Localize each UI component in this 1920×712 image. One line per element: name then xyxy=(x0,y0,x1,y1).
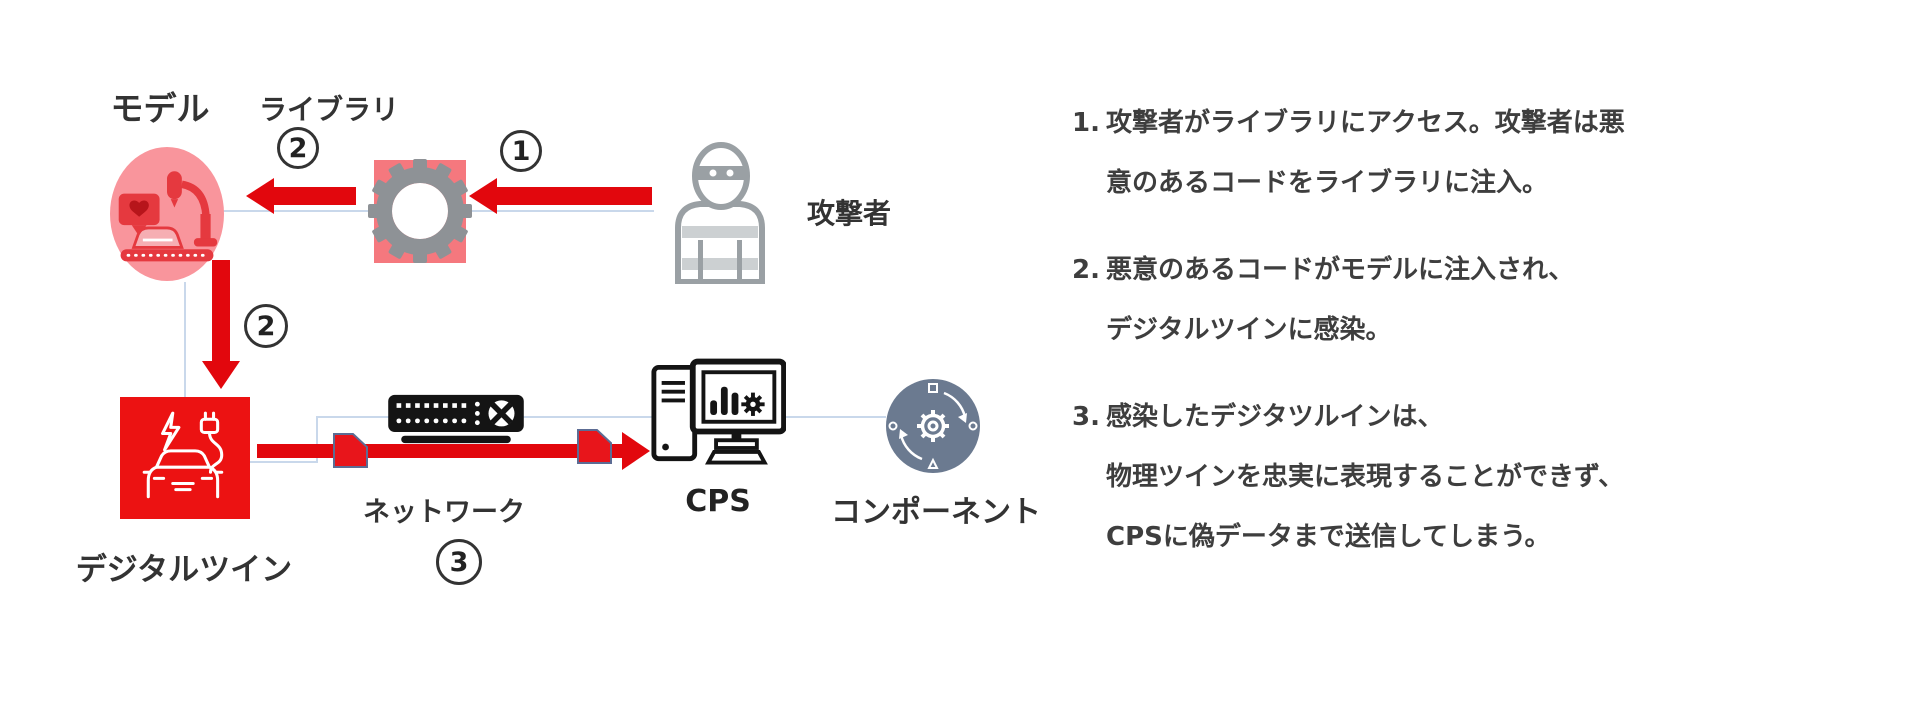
arrow-library-to-model xyxy=(273,187,356,205)
step-badge-1: 1 xyxy=(500,130,542,172)
step-text: 悪意のあるコードがモデルに注入され、 デジタルツインに感染。 xyxy=(1106,240,1574,360)
step-item-3: 3. 感染したデジタツルインは、 物理ツインを忠実に表現することができず、 CP… xyxy=(1072,387,1872,567)
step-number: 1. xyxy=(1072,108,1100,138)
model-node xyxy=(110,147,224,281)
step-number: 3. xyxy=(1072,402,1100,432)
step-badge-3: 3 xyxy=(436,539,482,585)
label-model: モデル xyxy=(110,89,210,128)
arrowhead-library-to-model xyxy=(246,178,274,214)
digital-twin-node xyxy=(120,397,250,519)
attacker-icon xyxy=(675,142,765,284)
step-line: 物理ツインを忠実に表現することができず、 xyxy=(1106,462,1625,492)
step-line: CPSに偽データまで送信してしまう。 xyxy=(1106,522,1551,552)
step-text: 感染したデジタツルインは、 物理ツインを忠実に表現することができず、 CPSに偽… xyxy=(1106,387,1624,567)
step-line: 意のあるコードをライブラリに注入。 xyxy=(1106,168,1549,198)
step-line: 攻撃者がライブラリにアクセス。攻撃者は悪 xyxy=(1106,108,1625,138)
step-badge-2-mid-number: 2 xyxy=(256,310,276,342)
connector-model-twin xyxy=(184,282,186,398)
component-gear-cycle-icon xyxy=(888,383,978,469)
arrow-twin-to-cps xyxy=(257,444,623,458)
network-router-icon xyxy=(388,394,524,444)
step-item-1: 1. 攻撃者がライブラリにアクセス。攻撃者は悪 意のあるコードをライブラリに注入… xyxy=(1072,93,1872,213)
label-attacker: 攻撃者 xyxy=(806,197,891,230)
cps-computer-icon xyxy=(651,358,786,465)
connector-cps-component xyxy=(782,416,886,418)
label-network: ネットワーク xyxy=(363,497,525,528)
step-number: 2. xyxy=(1072,255,1100,285)
step-item-2: 2. 悪意のあるコードがモデルに注入され、 デジタルツインに感染。 xyxy=(1072,240,1872,360)
ev-car-icon xyxy=(142,411,224,499)
step-badge-2-top-number: 2 xyxy=(288,132,308,164)
arrowhead-attacker-to-library xyxy=(469,178,497,214)
step-line: 悪意のあるコードがモデルに注入され、 xyxy=(1106,255,1575,285)
connector-twin-elbow-h xyxy=(248,461,318,463)
arrowhead-model-to-twin xyxy=(202,361,240,389)
packet-flag-icon xyxy=(333,433,368,468)
label-cps: CPS xyxy=(685,484,751,519)
robot-assembly-icon xyxy=(118,171,218,262)
label-library: ライブラリ xyxy=(258,93,399,126)
label-component: コンポーネント xyxy=(831,495,1041,530)
step-badge-3-number: 3 xyxy=(449,546,469,578)
steps-panel: 1. 攻撃者がライブラリにアクセス。攻撃者は悪 意のあるコードをライブラリに注入… xyxy=(1072,93,1872,594)
step-badge-2-top: 2 xyxy=(277,127,319,169)
arrow-model-to-twin xyxy=(212,260,230,362)
step-line: 感染したデジタツルインは、 xyxy=(1106,402,1444,432)
step-line: デジタルツインに感染。 xyxy=(1106,315,1392,345)
label-digital-twin: デジタルツイン xyxy=(75,552,293,588)
arrowhead-twin-to-cps xyxy=(622,432,650,470)
arrow-attacker-to-library xyxy=(496,187,652,205)
component-node xyxy=(886,379,980,473)
gear-icon xyxy=(368,159,472,263)
step-text: 攻撃者がライブラリにアクセス。攻撃者は悪 意のあるコードをライブラリに注入。 xyxy=(1106,93,1625,213)
connector-twin-elbow-v xyxy=(316,416,318,463)
step-badge-1-number: 1 xyxy=(511,135,531,167)
step-badge-2-mid: 2 xyxy=(244,304,288,348)
library-node xyxy=(368,159,472,263)
packet-flag-icon xyxy=(577,429,612,464)
